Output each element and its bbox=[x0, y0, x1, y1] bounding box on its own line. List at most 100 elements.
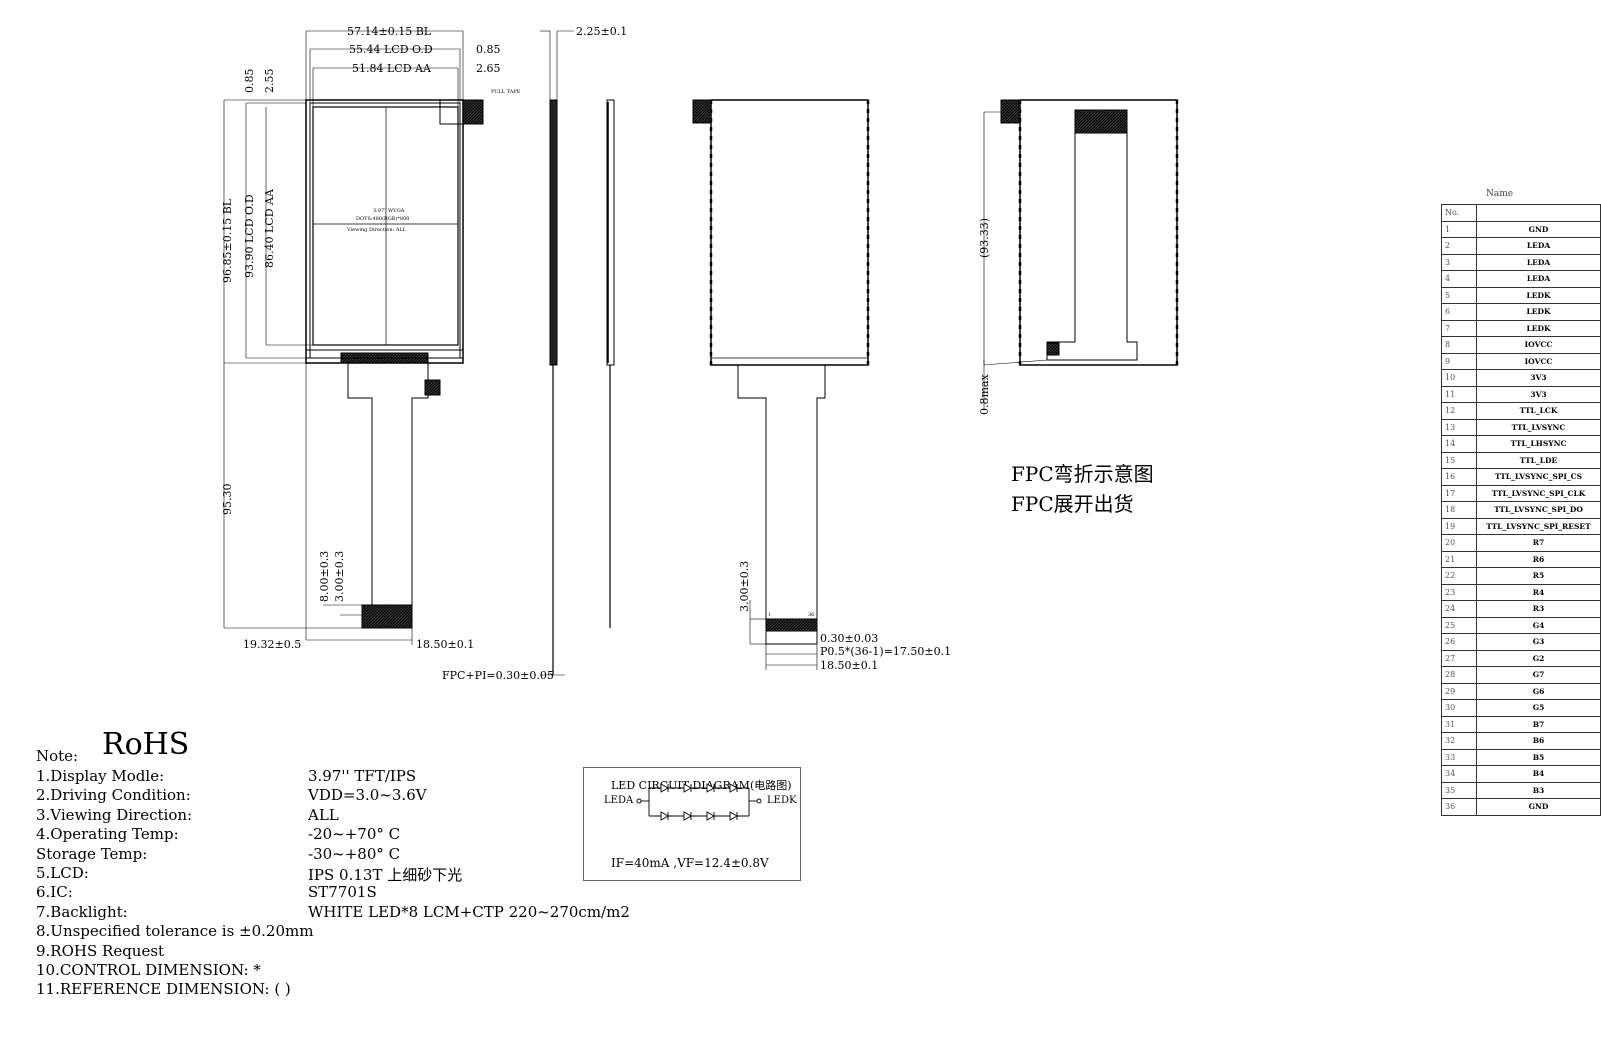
pin-name: 3V3 bbox=[1476, 385, 1601, 403]
dim-top-offset-1: 0.85 bbox=[243, 69, 256, 94]
note-label: Storage Temp: bbox=[36, 845, 148, 863]
panel-label-2: DOTS:480(RGB)*800 bbox=[356, 215, 409, 222]
pin-name: LEDK bbox=[1476, 303, 1601, 321]
note-value: IPS 0.13T 上细砂下光 bbox=[308, 866, 463, 884]
led-circuit-diagram: LED CIRCUIT DIAGRAM(电路图) LEDA LEDK IF=40… bbox=[583, 767, 801, 881]
dim-fpc-offset: 19.32±0.5 bbox=[243, 638, 301, 651]
note-label: 11.REFERENCE DIMENSION: ( ) bbox=[36, 980, 291, 998]
pin-name: R6 bbox=[1476, 550, 1601, 568]
led-circuit-title: LED CIRCUIT DIAGRAM(电路图) bbox=[611, 779, 792, 792]
pin-name: G3 bbox=[1476, 633, 1601, 651]
dim-outline-width: 57.14±0.15 BL bbox=[347, 25, 432, 38]
pin-name: R4 bbox=[1476, 583, 1601, 601]
dim-lcd-od-height: 93.90 LCD O.D bbox=[243, 194, 256, 278]
pin-name: GND bbox=[1476, 220, 1601, 238]
pin-number: 22 bbox=[1441, 567, 1477, 585]
dim-outline-height: 96.85±0.15 BL bbox=[221, 198, 234, 283]
pin-number: 32 bbox=[1441, 732, 1477, 750]
note-value: WHITE LED*8 LCM+CTP 220~270cm/m2 bbox=[308, 903, 630, 921]
pin-name: GND bbox=[1476, 798, 1601, 816]
bent-view-labels: (93.33) 0.8max bbox=[978, 218, 991, 415]
pin-name: G5 bbox=[1476, 699, 1601, 717]
bent-view bbox=[983, 99, 1179, 410]
pin-name: G7 bbox=[1476, 666, 1601, 684]
pin-name: B3 bbox=[1476, 781, 1601, 799]
pin-name: IOVCC bbox=[1476, 352, 1601, 370]
pin-name: IOVCC bbox=[1476, 336, 1601, 354]
pin-number: 6 bbox=[1441, 303, 1477, 321]
pin-table-header-name: Name bbox=[1486, 189, 1514, 199]
side-view bbox=[540, 30, 615, 676]
pin-number: 3 bbox=[1441, 253, 1477, 271]
panel-label-3: Viewing Direction: ALL bbox=[346, 227, 407, 233]
back-outline bbox=[710, 99, 869, 366]
pin-number: 35 bbox=[1441, 781, 1477, 799]
dim-fpc-b: 3.00±0.3 bbox=[333, 551, 346, 602]
pin-number: 29 bbox=[1441, 682, 1477, 700]
dim-top-offset-2: 2.55 bbox=[263, 69, 276, 94]
bent-outline bbox=[1019, 99, 1178, 366]
dim-lcd-aa-width: 51.84 LCD AA bbox=[352, 62, 432, 75]
rohs-mark: RoHS bbox=[102, 727, 190, 762]
note-label: 5.LCD: bbox=[36, 864, 89, 882]
pin-header-no: No. bbox=[1441, 204, 1477, 222]
fpc-ship-note: FPC展开出货 bbox=[1011, 492, 1134, 516]
pin-name: G4 bbox=[1476, 616, 1601, 634]
note-label: 2.Driving Condition: bbox=[36, 786, 191, 804]
led-spec: IF=40mA ,VF=12.4±0.8V bbox=[611, 856, 769, 870]
pin-name: TTL_LVSYNC_SPI_DO bbox=[1476, 501, 1601, 519]
front-view bbox=[223, 30, 484, 645]
back-fpc-contacts bbox=[765, 618, 818, 632]
pin-name: G6 bbox=[1476, 682, 1601, 700]
dim-bent-height: (93.33) bbox=[978, 218, 991, 258]
pin-number: 33 bbox=[1441, 748, 1477, 766]
side-view-labels: 2.25±0.1 FPC+PI=0.30±0.05 bbox=[442, 25, 627, 682]
pin-number: 27 bbox=[1441, 649, 1477, 667]
pin-number: 11 bbox=[1441, 385, 1477, 403]
pin-number: 30 bbox=[1441, 699, 1477, 717]
pin-number: 13 bbox=[1441, 418, 1477, 436]
note-label: 6.IC: bbox=[36, 883, 73, 901]
pin-number: 10 bbox=[1441, 369, 1477, 387]
pin-name: LEDK bbox=[1476, 319, 1601, 337]
dim-max-gap: 0.8max bbox=[978, 374, 991, 415]
dim-contact-thickness: 0.30±0.03 bbox=[820, 632, 878, 645]
pin-name: B7 bbox=[1476, 715, 1601, 733]
pin-number: 1 bbox=[1441, 220, 1477, 238]
pin-number: 25 bbox=[1441, 616, 1477, 634]
pin-number: 14 bbox=[1441, 435, 1477, 453]
note-label: 10.CONTROL DIMENSION: * bbox=[36, 961, 261, 979]
pin-first-label: 1 bbox=[768, 612, 771, 618]
dim-tail-width: 18.50±0.1 bbox=[820, 659, 878, 672]
pin-name: TTL_LHSYNC bbox=[1476, 435, 1601, 453]
pin-name: R5 bbox=[1476, 567, 1601, 585]
note-label: 1.Display Modle: bbox=[36, 767, 165, 785]
pin-name: TTL_LCK bbox=[1476, 402, 1601, 420]
dim-fpc-length: 95.30 bbox=[221, 484, 234, 516]
pin-name: B6 bbox=[1476, 732, 1601, 750]
fpc-bend-note: FPC弯折示意图 bbox=[1011, 462, 1154, 486]
dim-thickness: 2.25±0.1 bbox=[576, 25, 627, 38]
pin-number: 9 bbox=[1441, 352, 1477, 370]
pin-name: B5 bbox=[1476, 748, 1601, 766]
pin-number: 21 bbox=[1441, 550, 1477, 568]
dim-lcd-aa-offset: 2.65 bbox=[476, 62, 501, 75]
front-view-labels: 57.14±0.15 BL 55.44 LCD O.D 0.85 51.84 L… bbox=[221, 25, 521, 651]
bent-fpc bbox=[1046, 133, 1138, 361]
